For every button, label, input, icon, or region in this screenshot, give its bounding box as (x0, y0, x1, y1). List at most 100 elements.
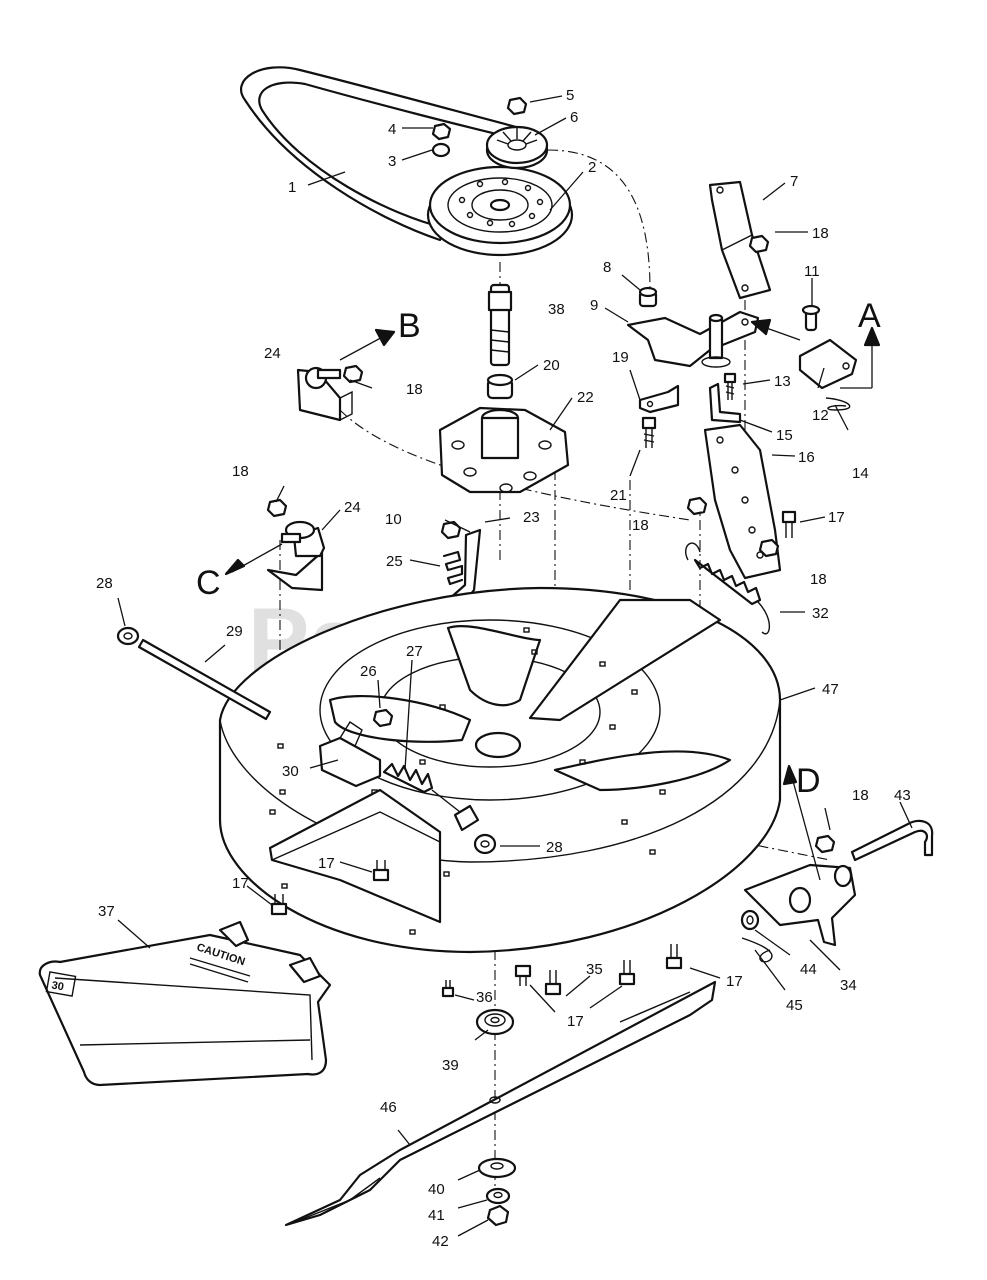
washer-40 (477, 1157, 517, 1179)
callout-9: 9 (590, 297, 598, 314)
arrow-c: C (196, 543, 283, 602)
mower-blade (284, 980, 717, 1227)
bolt-21 (641, 416, 657, 448)
nut-10 (440, 520, 462, 540)
callout-21: 21 (610, 487, 627, 504)
leader-lines (117, 95, 913, 1237)
nut-5 (506, 96, 528, 116)
callout-18-b: 18 (406, 381, 423, 398)
callout-22: 22 (577, 389, 594, 406)
bolt-17-b (270, 894, 288, 916)
washer-44 (740, 909, 760, 931)
callout-41: 41 (428, 1207, 445, 1224)
callout-46: 46 (380, 1099, 397, 1116)
callout-15: 15 (776, 427, 793, 444)
nut-18-mid (686, 496, 708, 516)
callout-8: 8 (603, 259, 611, 276)
callout-18-c: 18 (232, 463, 249, 480)
view-letter-d: D (796, 762, 821, 800)
bracket-24-lower (266, 520, 326, 592)
bolt-17-mid (781, 510, 797, 538)
spindle-housing (438, 406, 570, 494)
callout-44: 44 (800, 961, 817, 978)
decal-size: 30 (51, 979, 65, 993)
bolt-36 (441, 980, 455, 998)
callout-30: 30 (282, 763, 299, 780)
washer-41 (485, 1187, 511, 1205)
callout-18-f: 18 (852, 787, 869, 804)
callout-2: 2 (588, 159, 596, 176)
spring-32 (685, 542, 771, 635)
bracket-15 (708, 382, 742, 424)
callout-27: 27 (406, 643, 423, 660)
arrow-a: A (840, 297, 881, 389)
callout-16: 16 (798, 449, 815, 466)
callout-17-b: 17 (318, 855, 335, 872)
callout-43: 43 (894, 787, 911, 804)
callout-17-e: 17 (567, 1013, 584, 1030)
plate-16 (703, 423, 782, 580)
callout-34: 34 (840, 977, 857, 994)
callout-32: 32 (812, 605, 829, 622)
bolt-17-e (665, 944, 683, 970)
rod-29 (137, 638, 272, 721)
callout-18-d: 18 (632, 517, 649, 534)
idler-pulley (485, 125, 549, 170)
spring-27 (382, 762, 480, 832)
bolt-13 (723, 372, 737, 400)
deflector-shield: CAUTION 30 (38, 920, 332, 1087)
arrow-b: B (339, 307, 421, 361)
callout-6: 6 (570, 109, 578, 126)
nut-18-low (758, 538, 780, 558)
drive-pulley (426, 165, 574, 257)
callout-7: 7 (790, 173, 798, 190)
spindle-shaft (487, 283, 513, 367)
view-letter-b: B (398, 307, 421, 345)
callout-40: 40 (428, 1181, 445, 1198)
view-letter-c: C (196, 564, 221, 602)
nut-18-c (266, 498, 288, 518)
bracket-24-upper (296, 366, 353, 422)
callout-24-a: 24 (264, 345, 281, 362)
bushing-28-right (473, 833, 497, 855)
callout-35: 35 (586, 961, 603, 978)
nut-26 (372, 708, 394, 728)
bracket-34 (743, 863, 857, 947)
bushing-8 (638, 286, 658, 308)
nut-42 (486, 1204, 510, 1227)
bracket-30 (318, 721, 382, 788)
callout-19: 19 (612, 349, 629, 366)
callout-10: 10 (385, 511, 402, 528)
callout-38: 38 (548, 301, 565, 318)
nut-18-top (748, 234, 770, 254)
callout-24-b: 24 (344, 499, 361, 516)
callout-26: 26 (360, 663, 377, 680)
bolt-17-a (372, 860, 390, 882)
callout-1: 1 (288, 179, 296, 196)
callout-12: 12 (812, 407, 829, 424)
arrow-d: D (782, 762, 821, 881)
lever-9 (626, 310, 760, 368)
callout-23: 23 (523, 509, 540, 526)
arrow-lever (750, 318, 801, 341)
callout-47: 47 (822, 681, 839, 698)
callout-37: 37 (98, 903, 115, 920)
callout-29: 29 (226, 623, 243, 640)
callout-17-a: 17 (828, 509, 845, 526)
hairpin-14 (825, 397, 851, 411)
callout-4: 4 (388, 121, 396, 138)
bracket-7 (708, 180, 772, 300)
clip-12 (798, 338, 858, 390)
bracket-19 (638, 384, 680, 414)
bearing-39 (475, 1008, 515, 1036)
callout-17-d: 17 (726, 973, 743, 990)
spring-25 (442, 550, 464, 586)
rod-43 (850, 819, 934, 862)
callout-20: 20 (543, 357, 560, 374)
mower-deck (218, 586, 782, 954)
callout-numbers: 1 2 3 4 5 6 7 8 9 10 11 12 13 14 15 16 1… (96, 87, 911, 1250)
callout-28-a: 28 (96, 575, 113, 592)
callout-18-a: 18 (812, 225, 829, 242)
callout-14: 14 (852, 465, 869, 482)
